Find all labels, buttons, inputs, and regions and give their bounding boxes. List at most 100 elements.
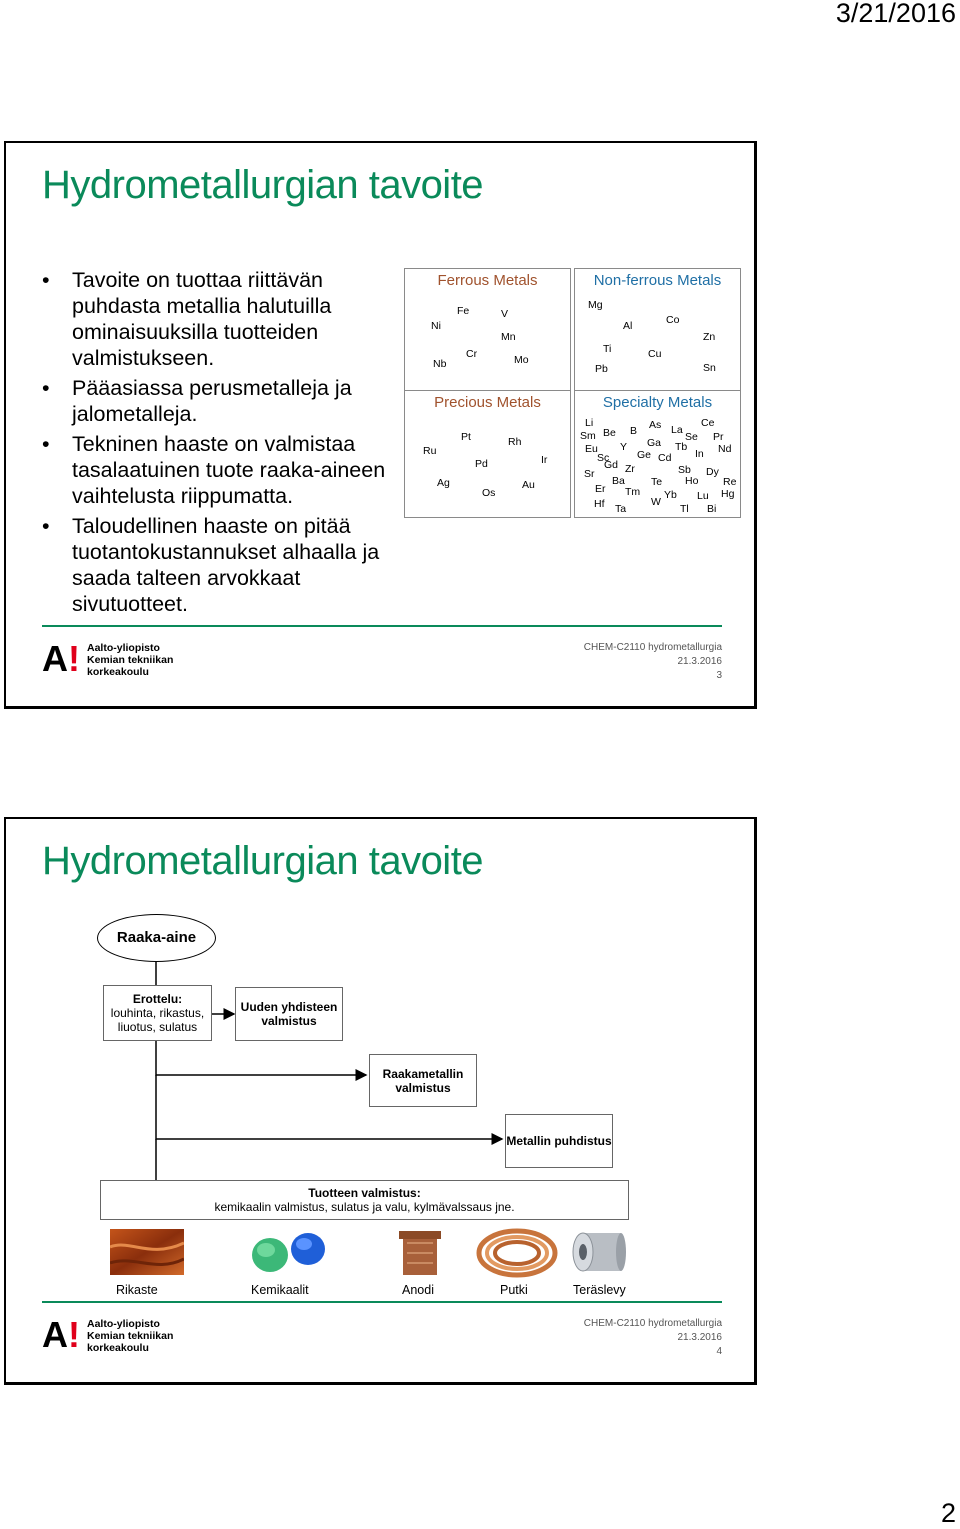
course-code: CHEM-C2110 hydrometallurgia (566, 1317, 722, 1331)
specialty-metals-title: Specialty Metals (575, 394, 740, 411)
element-label: Mo (514, 354, 529, 366)
element-label: Te (651, 476, 662, 488)
product-caption: Anodi (402, 1283, 434, 1297)
element-label: Ir (541, 454, 547, 466)
bullet-item: Tavoite on tuottaa riittävän puhdasta me… (42, 267, 402, 371)
nonferrous-metals-title: Non-ferrous Metals (575, 272, 740, 289)
element-label: Hf (594, 498, 605, 510)
pipe-image (476, 1227, 558, 1279)
logo-exclamation-icon: ! (68, 1317, 80, 1353)
slide-4: Hydrometallurgian tavoite Raaka-aine Ero… (4, 817, 757, 1385)
precious-metals-title: Precious Metals (405, 394, 570, 411)
element-label: Nd (718, 443, 731, 455)
logo-text: Aalto-yliopisto (87, 642, 160, 654)
element-label: Bi (707, 503, 716, 515)
specialty-metals-box: Specialty Metals Ce Li As B La Sm Be Se … (574, 390, 741, 518)
element-label: Cu (648, 348, 661, 360)
slide-title: Hydrometallurgian tavoite (42, 163, 483, 208)
element-label: Lu (697, 490, 709, 502)
element-label: Nb (433, 358, 446, 370)
element-label: Ga (647, 437, 661, 449)
raw-metal-node: Raakametallin valmistus (369, 1054, 477, 1107)
element-label: Mg (588, 299, 603, 311)
raw-material-node: Raaka-aine (97, 914, 216, 962)
logo-text: Kemian tekniikan (87, 654, 173, 666)
element-label: Er (595, 483, 606, 495)
compound-label: Uuden yhdisteen valmistus (236, 1000, 342, 1028)
element-label: Hg (721, 488, 734, 500)
slide-date: 21.3.2016 (566, 655, 722, 669)
steel-coil-image (571, 1227, 627, 1277)
product-body: kemikaalin valmistus, sulatus ja valu, k… (101, 1200, 628, 1214)
slide-footer: CHEM-C2110 hydrometallurgia 21.3.2016 3 (566, 641, 722, 683)
element-label: Tm (625, 486, 640, 498)
bullet-item: Taloudellinen haaste on pitää tuotantoku… (42, 513, 402, 617)
element-label: Zr (625, 463, 635, 475)
element-label: Mn (501, 331, 516, 343)
product-caption: Kemikaalit (251, 1283, 309, 1297)
element-label: Cd (658, 452, 671, 464)
element-label: Pt (461, 431, 471, 443)
anode-image (399, 1229, 441, 1277)
element-label: Pr (713, 431, 724, 443)
nonferrous-metals-box: Non-ferrous Metals Mg Co Al Zn Ti Cu Pb … (574, 268, 741, 391)
bullet-item: Pääasiassa perusmetalleja ja jalometalle… (42, 375, 402, 427)
separation-title: Erottelu: (104, 992, 211, 1006)
element-label: Rh (508, 436, 521, 448)
logo-letter-icon: A (42, 641, 68, 677)
element-label: Sn (703, 362, 716, 374)
refining-node: Metallin puhdistus (505, 1114, 613, 1168)
element-label: Al (623, 320, 632, 332)
print-date: 3/21/2016 (836, 0, 956, 29)
element-label: Ta (615, 503, 626, 515)
element-label: Ge (637, 449, 651, 461)
element-label: Ru (423, 445, 436, 457)
product-caption: Putki (500, 1283, 528, 1297)
element-label: Fe (457, 305, 469, 317)
logo-letter-icon: A (42, 1317, 68, 1353)
element-label: Ag (437, 477, 450, 489)
refining-label: Metallin puhdistus (506, 1134, 612, 1148)
product-title: Tuotteen valmistus: (101, 1186, 628, 1200)
element-label: Au (522, 479, 535, 491)
element-label: Be (603, 427, 616, 439)
product-caption: Rikaste (116, 1283, 158, 1297)
concentrate-image (110, 1229, 184, 1275)
element-label: Li (585, 417, 593, 429)
element-label: Cr (466, 348, 477, 360)
product-caption: Teräslevy (573, 1283, 626, 1297)
raw-metal-label: Raakametallin valmistus (370, 1067, 476, 1095)
logo-text: Aalto-yliopisto (87, 1318, 160, 1330)
element-label: Pb (595, 363, 608, 375)
footer-divider (42, 625, 722, 627)
element-label: V (501, 308, 508, 320)
element-label: Ho (685, 475, 698, 487)
logo-text: Kemian tekniikan (87, 1330, 173, 1342)
element-label: Pd (475, 458, 488, 470)
element-label: Ba (612, 475, 625, 487)
slide-3: Hydrometallurgian tavoite Tavoite on tuo… (4, 141, 757, 709)
product-node: Tuotteen valmistus: kemikaalin valmistus… (100, 1180, 629, 1220)
slide-date: 21.3.2016 (566, 1331, 722, 1345)
element-label: In (695, 448, 704, 460)
element-label: Eu (585, 443, 598, 455)
element-label: As (649, 419, 661, 431)
course-code: CHEM-C2110 hydrometallurgia (566, 641, 722, 655)
chemicals-image (246, 1227, 330, 1277)
page-number: 2 (941, 1498, 956, 1529)
separation-node: Erottelu: louhinta, rikastus, liuotus, s… (103, 985, 212, 1041)
precious-metals-box: Precious Metals Pt Rh Ru Ir Pd Ag Au Os (404, 390, 571, 518)
element-label: W (651, 496, 661, 508)
element-label: Ce (701, 417, 714, 429)
bullet-item: Tekninen haaste on valmistaa tasalaatuin… (42, 431, 402, 509)
slide-number: 3 (566, 669, 722, 683)
element-label: Tl (680, 503, 689, 515)
element-label: Ti (603, 343, 611, 355)
element-label: Os (482, 487, 495, 499)
logo-text: korkeakoulu (87, 1342, 149, 1354)
element-label: La (671, 424, 683, 436)
element-label: Ni (431, 320, 441, 332)
raw-material-label: Raaka-aine (98, 931, 215, 945)
ferrous-metals-box: Ferrous Metals Fe V Ni Mn Cr Mo Nb (404, 268, 571, 391)
element-label: Zn (703, 331, 715, 343)
